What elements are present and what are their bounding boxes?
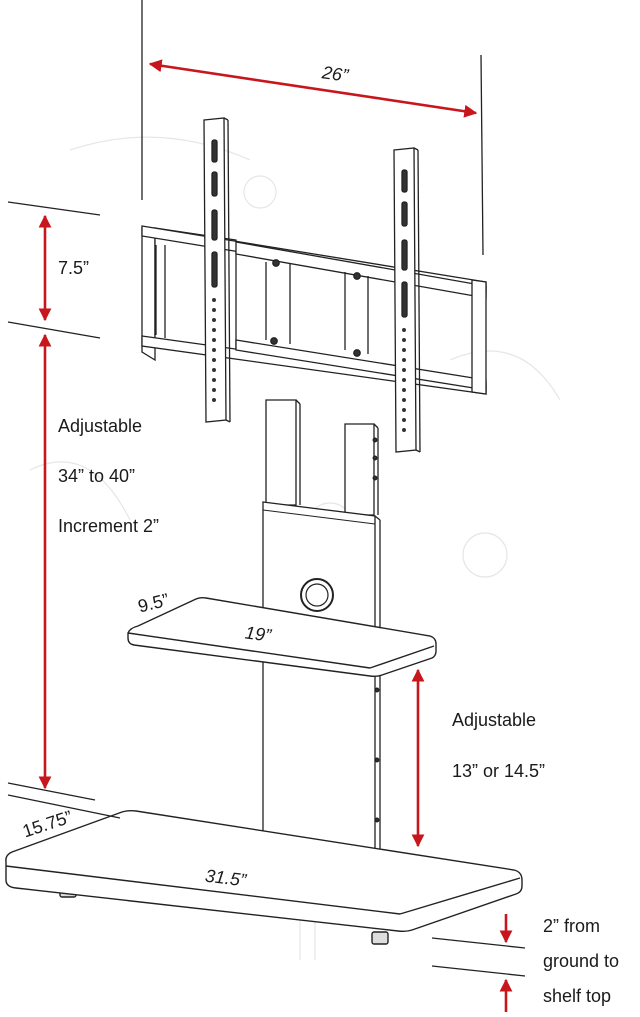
mount-width-label: 26” <box>320 62 350 86</box>
clearance-line3: shelf top <box>543 986 612 1006</box>
top-height-label: 7.5” <box>58 258 90 278</box>
mount-width-arrow <box>148 59 478 118</box>
tv-mount-frame <box>141 225 487 395</box>
pole-range-label: 34” to 40” <box>58 466 136 486</box>
shelf-range-label: 13” or 14.5” <box>452 761 546 781</box>
ground-reference-line <box>431 965 526 977</box>
base-extension-line <box>7 782 96 801</box>
mount-right-extension-line <box>480 54 484 256</box>
right-foot <box>371 931 389 945</box>
top-extension-line <box>7 201 101 216</box>
ground-clearance-dimension <box>431 914 526 1012</box>
base-depth-tick <box>7 794 121 819</box>
base-shelf <box>5 809 523 945</box>
shelf-adjustable-label: Adjustable <box>452 710 537 730</box>
pole-adjustable-label: Adjustable <box>58 416 143 436</box>
right-vertical-strap <box>393 147 421 453</box>
shelf-width-label: 19” <box>243 622 273 646</box>
clearance-line2: ground to <box>543 951 620 971</box>
mount-width-dimension <box>141 0 484 256</box>
middle-shelf <box>127 596 437 678</box>
pole-increment-label: Increment 2” <box>58 516 160 536</box>
middle-extension-line <box>7 321 101 339</box>
shelf-top-reference-line <box>431 937 526 949</box>
left-vertical-strap <box>203 117 231 423</box>
support-column <box>262 399 381 859</box>
shelf-dimensions <box>7 668 425 848</box>
clearance-line1: 2” from <box>543 916 601 936</box>
left-dimensions <box>7 201 101 801</box>
